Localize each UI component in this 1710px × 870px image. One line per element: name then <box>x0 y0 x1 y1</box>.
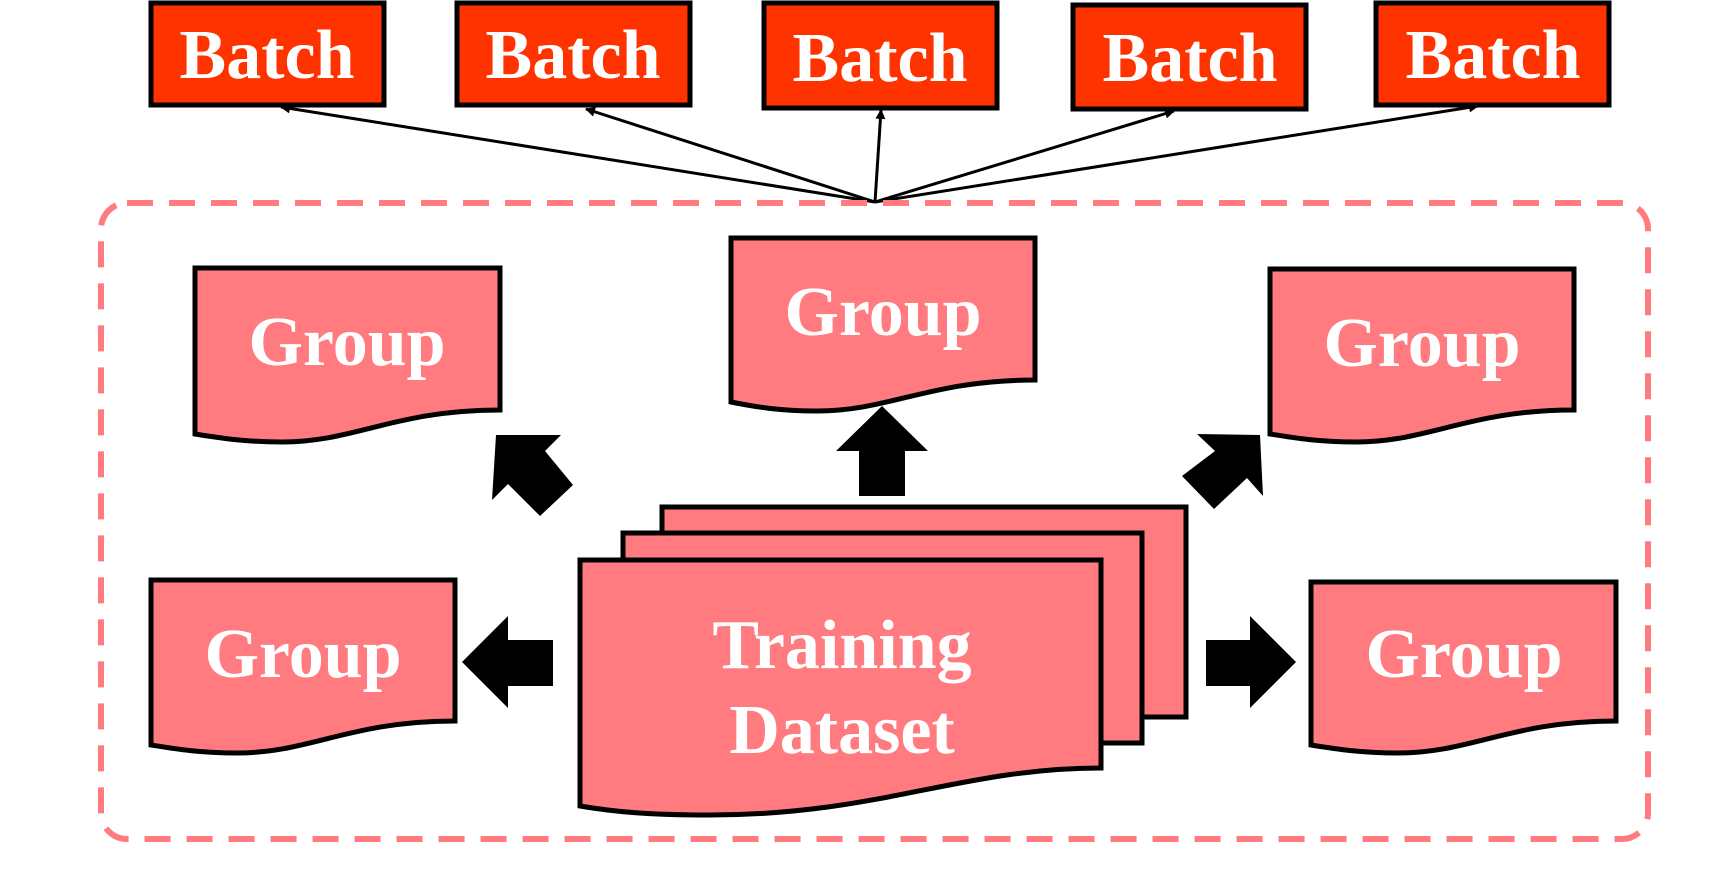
dataset-container <box>98 200 1651 842</box>
group-document: Group <box>1267 266 1577 445</box>
group-document: Group <box>728 235 1038 414</box>
group-label: Group <box>204 616 401 693</box>
batch-box: Batch <box>454 0 693 108</box>
up-arrow <box>836 406 928 496</box>
batch-label: Batch <box>180 17 355 94</box>
batch-box: Batch <box>761 0 1000 111</box>
batch-box: Batch <box>148 0 387 108</box>
connector-batch-1 <box>280 103 876 204</box>
right-arrow <box>1206 616 1296 708</box>
connector-batch-4 <box>874 108 1175 204</box>
batch-label: Batch <box>1103 20 1278 97</box>
connector-batch-2 <box>585 106 876 204</box>
dataset-label-line2: Dataset <box>729 692 954 769</box>
batch-label: Batch <box>793 20 968 97</box>
group-label: Group <box>1323 305 1520 382</box>
group-label: Group <box>784 274 981 351</box>
group-document: Group <box>192 265 503 445</box>
group-label: Group <box>248 304 445 381</box>
up-left-arrow <box>492 435 573 516</box>
batch-connectors <box>280 102 1479 204</box>
dataset-label-line1: Training <box>712 607 971 684</box>
group-label: Group <box>1365 616 1562 693</box>
batch-box: Batch <box>1070 2 1309 112</box>
group-document: Group <box>1308 579 1619 756</box>
left-arrow <box>462 616 553 708</box>
batch-label: Batch <box>486 17 661 94</box>
up-right-arrow <box>1182 434 1263 509</box>
training-dataset-stack: Training Dataset <box>577 504 1189 818</box>
dataset-sheet-front <box>577 557 1104 818</box>
connector-batch-3 <box>873 109 886 203</box>
batch-box: Batch <box>1373 0 1612 108</box>
connector-batch-5 <box>874 102 1479 204</box>
group-document: Group <box>148 577 458 756</box>
batch-label: Batch <box>1406 17 1581 94</box>
